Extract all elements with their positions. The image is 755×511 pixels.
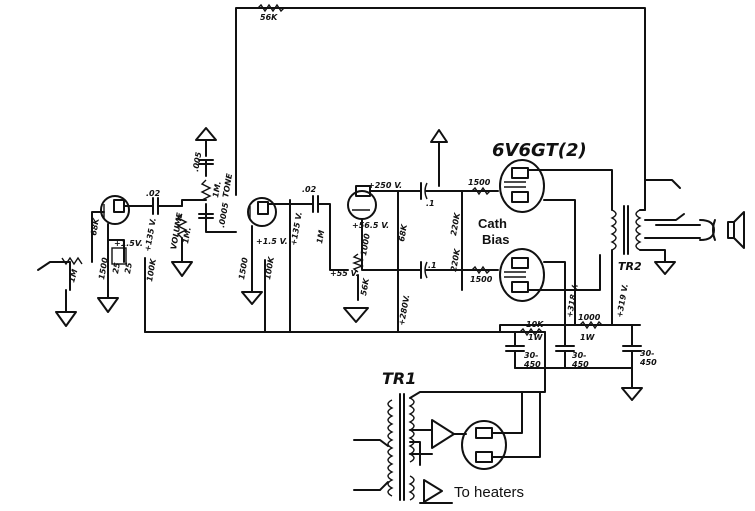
r100k-b-label: 100K xyxy=(263,255,276,280)
cap-0005-label: .0005 xyxy=(217,201,230,228)
grid-cap-1 xyxy=(397,182,469,200)
decoupling-network xyxy=(505,320,643,401)
v280-label: +280V. xyxy=(397,294,411,326)
input-res-label: 1M xyxy=(67,268,79,283)
tr2-label: TR2 xyxy=(618,260,642,273)
cap-02-a-label: .02 xyxy=(146,189,161,198)
r1000-w-label: 1W xyxy=(580,333,596,342)
r68k-mid-label: 68K xyxy=(397,223,409,242)
r1500-g1-label: 1500 xyxy=(468,178,491,187)
phase-inverter xyxy=(343,185,399,323)
speaker-icon xyxy=(727,211,745,249)
r25v-label: 25 xyxy=(123,261,134,274)
top-resistor-label: 56K xyxy=(260,13,278,22)
cap-30-450-c-2: 450 xyxy=(639,358,657,367)
r56k-mid-label: 56K xyxy=(359,277,371,296)
r1500-b-label: 1500 xyxy=(237,256,250,280)
r220k-b-label: 220K xyxy=(449,247,462,272)
r25-label: 25 xyxy=(111,261,122,274)
triode-2 xyxy=(241,197,291,305)
r10k-w-label: 1W xyxy=(528,333,544,342)
cap-30-450-b-1: 30- xyxy=(572,351,586,360)
r1500-a-label: 1500 xyxy=(97,256,110,280)
tone-label: TONE xyxy=(221,172,234,198)
cap-02-b-label: .02 xyxy=(302,185,317,194)
cap-30-450-c-1: 30- xyxy=(640,349,654,358)
cap-30-450-b-2: 450 xyxy=(571,360,589,369)
v15-a-label: +1.5V. xyxy=(114,239,143,248)
speaker-output xyxy=(644,179,716,241)
cath-bias-line2: Bias xyxy=(482,232,509,247)
cap-30-450-a-1: 30- xyxy=(524,351,538,360)
cathode-network-1 xyxy=(97,239,127,313)
v135-a-label: +135 V. xyxy=(143,217,158,252)
cap-30-450-a-2: 450 xyxy=(523,360,541,369)
output-transformer xyxy=(610,205,676,326)
r220k-a-label: 220K xyxy=(449,211,462,236)
volume-control xyxy=(171,199,197,277)
r1500-g2-label: 1500 xyxy=(470,275,493,284)
v250-label: +250 V. xyxy=(368,181,402,190)
r100k-a-label: 100K xyxy=(145,257,158,282)
cath-bias-line1: Cath xyxy=(478,216,507,231)
output-tube-1 xyxy=(499,159,613,213)
rectifier-diode-icon xyxy=(431,419,455,449)
power-transformer xyxy=(353,331,546,501)
v15-b-label: +1.5 V. xyxy=(256,237,288,246)
input-jack xyxy=(37,256,83,327)
output-tube-2 xyxy=(499,248,601,302)
triode-1 xyxy=(91,195,146,263)
screen-supply xyxy=(543,199,576,333)
r1000-b-label: 1000 xyxy=(578,313,601,322)
tone-control xyxy=(195,127,237,233)
r1m-mid-label: 1M xyxy=(315,229,326,244)
coupling-cap-1 xyxy=(144,197,183,215)
cap-1-a-label: .1 xyxy=(426,199,435,208)
cap-1-b-label: .1 xyxy=(428,261,437,270)
rectifier-tube xyxy=(461,391,541,470)
v135-b-label: +135 V. xyxy=(289,211,304,246)
supply-rail xyxy=(144,199,641,333)
tr1-label: TR1 xyxy=(382,369,416,388)
volume-value-label: 1M. xyxy=(181,226,193,244)
cap-005-label: .005 xyxy=(191,151,203,172)
v55-label: +55 V. xyxy=(330,269,359,278)
to-heaters-label: To heaters xyxy=(454,484,524,501)
tube-title: 6V6GT(2) xyxy=(492,140,587,161)
r10k-label: 10K xyxy=(526,320,544,329)
coupling-cap-2 xyxy=(289,195,349,271)
grid-res-1-label: 68K xyxy=(89,217,101,236)
heater-diode-icon xyxy=(423,479,443,503)
grid-leak-resistors xyxy=(461,186,499,291)
top-ground-symbol xyxy=(430,129,448,143)
feedback-wire xyxy=(235,3,646,211)
tone-value-label: 1M. xyxy=(211,180,223,198)
v319-label: +319 V. xyxy=(615,283,630,318)
v565-label: +56.5 V. xyxy=(352,221,389,230)
